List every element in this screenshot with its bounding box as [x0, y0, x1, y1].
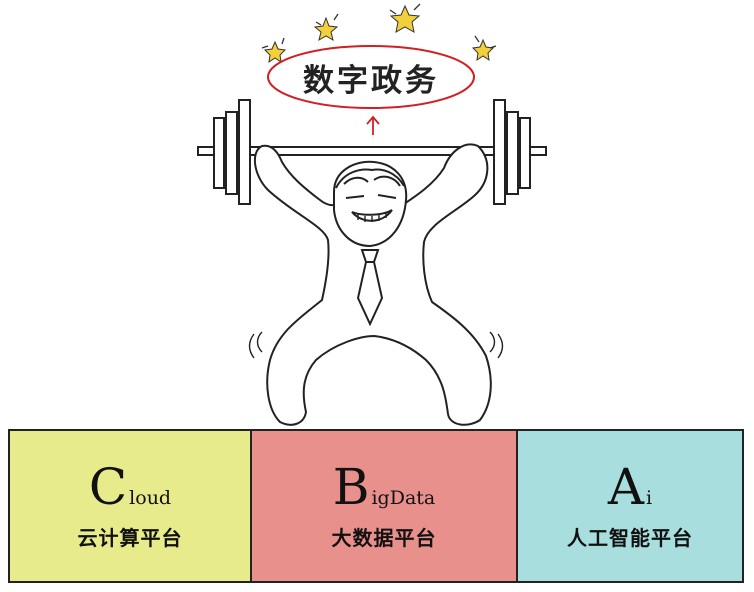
platform-bar: C loud 云计算平台 B igData 大数据平台 A i 人工智能平台	[8, 429, 744, 583]
title-oval-shape	[267, 45, 475, 109]
ai-heading-rest: i	[646, 486, 653, 509]
motion-marks	[248, 331, 504, 359]
bigdata-caption: 大数据平台	[331, 525, 437, 550]
necktie-icon	[356, 249, 384, 327]
cloud-platform-panel: C loud 云计算平台	[10, 431, 250, 581]
lifter-head	[333, 160, 408, 248]
bigdata-heading: B igData	[333, 462, 436, 512]
star-icon	[263, 40, 287, 64]
up-arrow-icon	[366, 115, 380, 135]
ai-heading: A i	[608, 462, 652, 512]
sparkle-lines	[261, 3, 497, 49]
star-icon	[389, 4, 421, 33]
bigdata-initial: B	[332, 457, 370, 516]
ai-caption: 人工智能平台	[567, 525, 693, 550]
cloud-caption: 云计算平台	[77, 525, 183, 550]
ai-initial: A	[607, 457, 645, 516]
cloud-initial: C	[88, 457, 128, 516]
bigdata-platform-panel: B igData 大数据平台	[250, 431, 516, 581]
bigdata-heading-rest: igData	[371, 486, 436, 509]
star-icon	[313, 16, 339, 42]
ai-platform-panel: A i 人工智能平台	[516, 431, 742, 581]
barbell-icon	[197, 99, 547, 205]
cloud-heading-rest: loud	[129, 486, 172, 509]
star-icon	[471, 38, 495, 62]
weightlifter-illustration	[197, 3, 547, 426]
digital-government-title: 数字政务	[303, 62, 439, 99]
stars-group	[263, 4, 495, 64]
cloud-heading: C loud	[89, 462, 171, 512]
